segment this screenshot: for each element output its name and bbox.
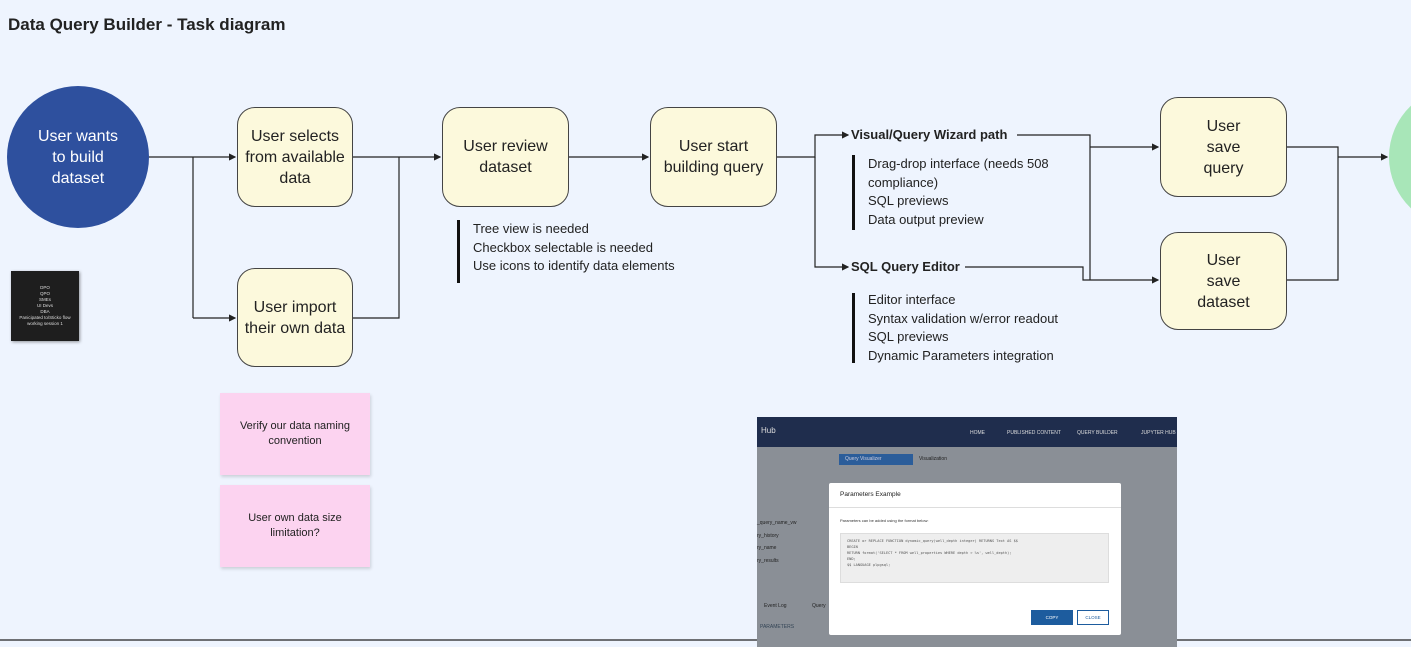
note-line: Syntax validation w/error readout [868,310,1059,326]
note-bar [852,155,855,230]
node-review-dataset[interactable]: User review dataset [442,107,569,207]
note-line: Checkbox selectable is needed [473,239,653,255]
review-notes: Tree view is needed Checkbox selectable … [473,220,675,276]
node-label: User import their own data [244,298,346,337]
code-sample: CREATE or REPLACE FUNCTION dynamic_query… [840,533,1109,583]
side-item: ry_name [757,545,777,551]
node-label: User wants to build dataset [37,127,119,187]
sticky-naming[interactable]: Verify our data naming convention [220,393,370,475]
note-line: Data output preview [868,211,984,227]
note-bar [852,293,855,363]
nav-published: PUBLISHED CONTENT [1007,430,1061,436]
connector [777,131,850,158]
note-line: Tree view is needed [473,221,589,236]
close-button: CLOSE [1077,610,1109,625]
sticky-text: Verify our data naming convention [239,420,351,447]
note-bar [457,220,460,283]
node-label: User review dataset [463,138,548,176]
side-item: ry_results [757,557,779,564]
connector [965,266,1160,284]
connector [353,157,440,319]
tab: Visualization [919,456,947,462]
parameters-dialog: Parameters Example Parameters can be add… [829,483,1121,635]
sticky-line: UI Devs [36,303,53,308]
node-save-query[interactable]: User save query [1160,97,1287,197]
side-list: _query_name_vw ry_history ry_name ry_res… [757,517,796,567]
node-build-query[interactable]: User start building query [650,107,777,207]
note-line: SQL previews [868,329,949,344]
note-line: SQL previews [868,193,949,208]
sticky-line: SMEs [38,297,51,302]
end-node[interactable] [1388,105,1411,209]
connector [1017,134,1158,280]
side-item: ry_history [757,532,779,539]
nav-home: HOME [970,430,985,436]
nav-jupyter: JUPYTER HUB [1141,430,1176,436]
dialog-text: Parameters can be added using the format… [840,518,929,523]
connector [814,157,850,271]
node-select-data[interactable]: User selects from available data [237,107,353,207]
tab: Query [812,603,826,609]
node-import-data[interactable]: User import their own data [237,268,353,367]
visual-notes: Drag-drop interface (needs 508 complianc… [868,155,1078,229]
page-title: Data Query Builder - Task diagram [8,15,286,34]
node-label: User selects from available data [245,127,345,187]
app-nav: Hub HOME PUBLISHED CONTENT QUERY BUILDER… [757,417,1177,447]
connector [1287,146,1387,281]
start-node[interactable]: User wants to build dataset [7,86,149,228]
sticky-participants[interactable]: DPO QPO SMEs UI Devs DBA Panicipated to/… [11,271,79,341]
node-label: User save query [1203,117,1244,177]
visual-path-label: Visual/Query Wizard path [851,127,1008,142]
tab: Query Visualizer [839,454,913,465]
embedded-screenshot: Hub HOME PUBLISHED CONTENT QUERY BUILDER… [757,417,1177,647]
sql-notes: Editor interface Syntax validation w/err… [868,291,1058,365]
dialog-title: Parameters Example [840,491,901,498]
note-line: Dynamic Parameters integration [868,347,1054,363]
sticky-text: User own data size limitation? [248,512,342,539]
note-line: Editor interface [868,292,956,307]
sticky-line: Panicipated to/Sticko flow working sessi… [19,315,71,326]
sticky-line: DBA [40,309,50,314]
sticky-line: QPO [39,291,50,296]
node-label: User save dataset [1197,251,1250,311]
note-line: Drag-drop interface (needs 508 complianc… [868,156,1049,190]
sticky-size[interactable]: User own data size limitation? [220,485,370,567]
sticky-line: DPO [40,285,50,290]
node-label: User start building query [663,138,764,176]
connector [149,157,235,318]
app-logo: Hub [761,426,776,435]
nav-query-builder: QUERY BUILDER [1077,430,1118,436]
node-save-dataset[interactable]: User save dataset [1160,232,1287,330]
tab: Event Log [764,603,787,609]
note-line: Use icons to identify data elements [473,258,675,273]
copy-button: COPY [1031,610,1073,625]
side-item: _query_name_vw [757,520,797,526]
parameters-button: PARAMETERS [760,624,795,630]
sql-path-label: SQL Query Editor [851,259,960,274]
